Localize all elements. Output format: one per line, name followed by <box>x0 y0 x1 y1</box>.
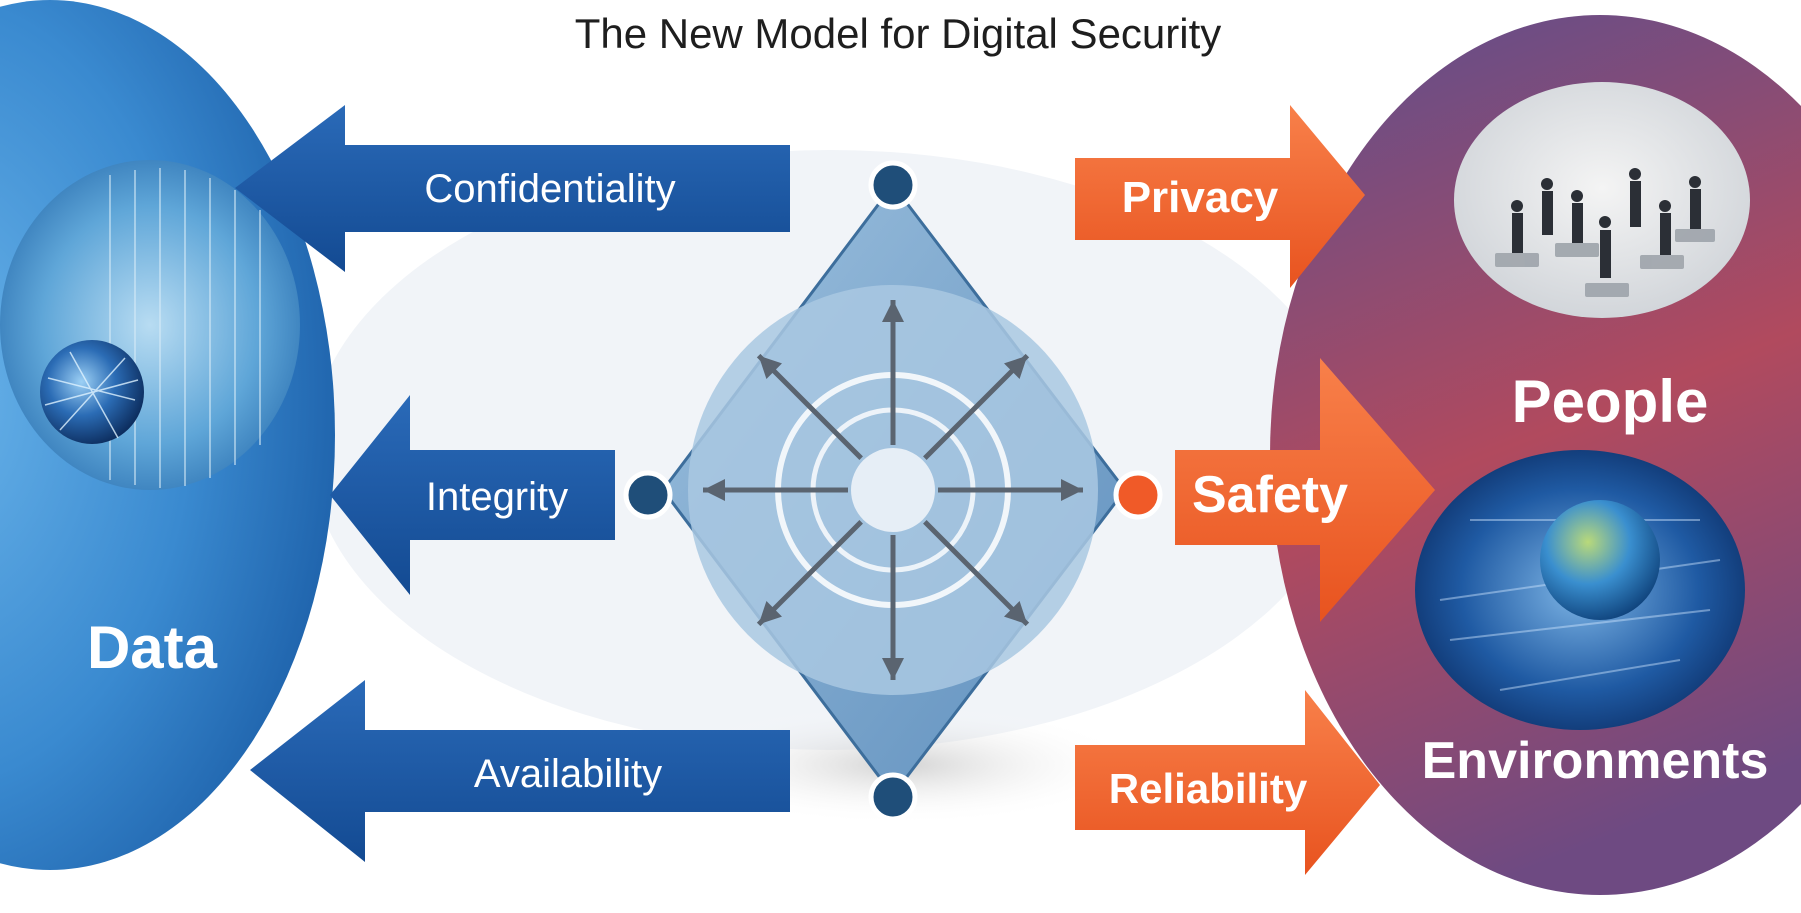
people-image <box>1454 82 1750 318</box>
left-node <box>623 470 673 520</box>
spoke-arrowhead <box>1004 601 1028 625</box>
spoke-arrowhead <box>882 658 904 680</box>
data-label: Data <box>87 614 218 681</box>
spoke-arrowhead <box>758 601 782 625</box>
spoke-arrow <box>756 353 863 460</box>
reliability-label: Reliability <box>1109 765 1308 812</box>
reliability-arrow: Reliability <box>1075 690 1380 875</box>
spoke-arrowhead <box>1004 355 1028 379</box>
availability-arrow: Availability <box>250 680 790 862</box>
right-node <box>1113 470 1163 520</box>
environments-label: Environments <box>1422 732 1769 790</box>
safety-label: Safety <box>1192 466 1348 524</box>
confidentiality-arrow: Confidentiality <box>235 105 790 272</box>
confidentiality-label: Confidentiality <box>424 167 675 211</box>
people-environments-sphere: People Environments <box>1270 15 1801 895</box>
radial-arrows <box>703 300 1083 680</box>
spoke-arrowhead <box>882 300 904 322</box>
data-image <box>0 160 300 490</box>
people-figures-icon <box>1511 168 1701 278</box>
people-label: People <box>1512 368 1709 435</box>
safety-arrow: Safety <box>1175 358 1435 622</box>
security-diamond <box>661 182 1127 798</box>
spoke-arrowhead <box>1061 479 1083 501</box>
data-sphere: Data <box>0 0 335 870</box>
availability-label: Availability <box>474 752 662 796</box>
bottom-node <box>868 772 918 822</box>
privacy-label: Privacy <box>1122 173 1279 222</box>
diagram-title: The New Model for Digital Security <box>575 10 1222 57</box>
integrity-arrow: Integrity <box>330 395 615 595</box>
spoke-arrow <box>923 353 1030 460</box>
spoke-arrow <box>923 520 1030 627</box>
privacy-arrow: Privacy <box>1075 105 1365 288</box>
spoke-arrowhead <box>703 479 725 501</box>
earth-globe-icon <box>1540 500 1660 620</box>
spoke-arrowhead <box>758 355 782 379</box>
top-node <box>868 160 918 210</box>
spoke-arrow <box>756 520 863 627</box>
integrity-label: Integrity <box>426 475 568 519</box>
